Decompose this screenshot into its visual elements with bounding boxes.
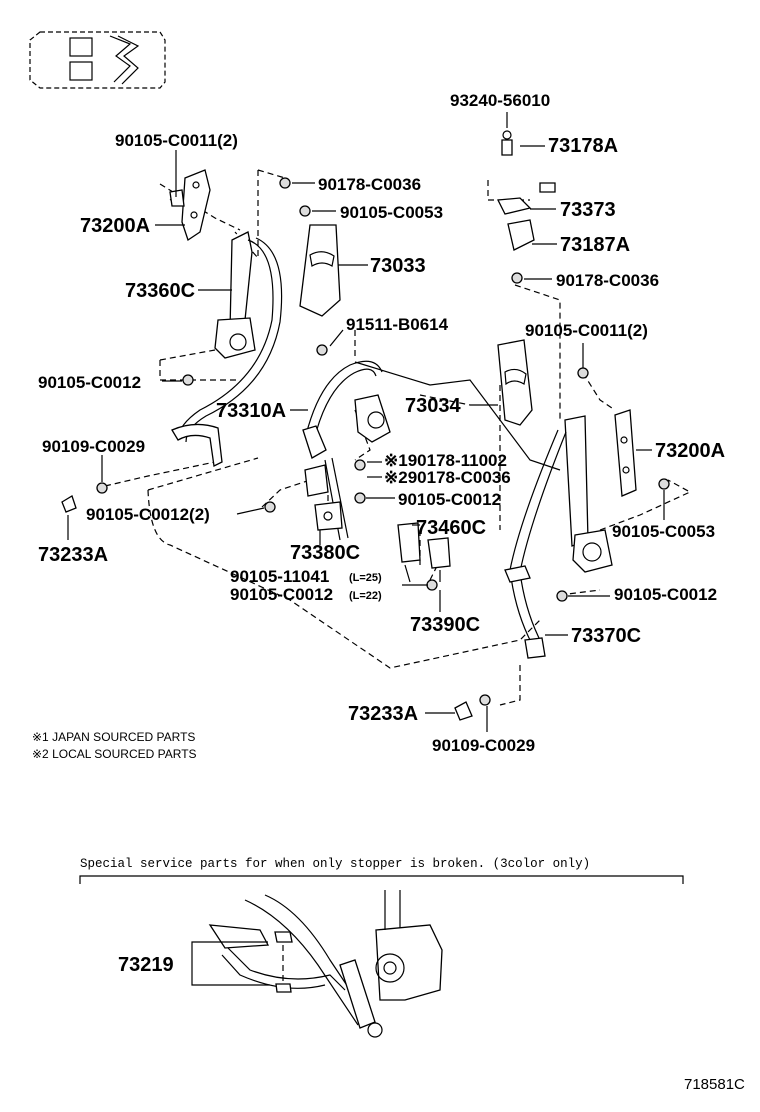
label-90105-C0012-mid: 90105-C0012	[398, 490, 501, 509]
label-90105-11041: 90105-11041	[230, 567, 329, 586]
label-73033: 73033	[370, 255, 426, 277]
left-retractor-assembly	[169, 169, 283, 467]
label-90178-C0036-top: 90178-C0036	[556, 271, 659, 290]
buckle-73460C	[397, 522, 451, 583]
anchor-cover-parts	[496, 130, 556, 251]
label-73034: 73034	[405, 395, 461, 417]
note-japan-sourced: ※1 JAPAN SOURCED PARTS	[32, 730, 195, 744]
label-73219: 73219	[118, 954, 174, 976]
label-73219-bracket	[191, 941, 270, 986]
pillar-trim-73033	[299, 224, 341, 317]
label-93240-56010: 93240-56010	[450, 91, 550, 110]
section-bracket	[79, 875, 684, 884]
label-73373: 73373	[560, 199, 616, 221]
diagram-code: 718581C	[684, 1076, 745, 1093]
buckle-73380C	[304, 464, 343, 531]
center-belt-73310A	[302, 360, 391, 541]
label-90105-C0011-2-right: 90105-C0011(2)	[525, 321, 648, 340]
label-73380C: 73380C	[290, 542, 360, 564]
label-90109-C0029-right: 90109-C0029	[432, 736, 535, 755]
right-retractor-assembly	[354, 361, 637, 659]
pillar-trim-73034	[497, 339, 533, 426]
label-90178-C0036-left: 90178-C0036	[318, 175, 421, 194]
stopper-detail-drawing	[208, 890, 443, 1038]
label-73233A-right: 73233A	[348, 703, 418, 725]
special-service-caption: Special service parts for when only stop…	[80, 857, 590, 871]
label-73370C: 73370C	[571, 625, 641, 647]
label-90105-C0011-2-left: 90105-C0011(2)	[115, 131, 238, 150]
label-73360C: 73360C	[125, 280, 195, 302]
label-90105-C0012-2: 90105-C0012(2)	[86, 505, 210, 524]
fasteners	[61, 177, 670, 721]
label-90105-C0053-right: 90105-C0053	[612, 522, 715, 541]
note-local-sourced: ※2 LOCAL SOURCED PARTS	[32, 747, 197, 761]
leader-lines	[67, 112, 665, 732]
label-73187A: 73187A	[560, 234, 630, 256]
label-90105-C0012-right: 90105-C0012	[614, 585, 717, 604]
label-90178-C0036-mid: ※290178-C0036	[384, 468, 511, 487]
label-73178A: 73178A	[548, 135, 618, 157]
label-90109-C0029-left: 90109-C0029	[42, 437, 145, 456]
label-90105-C0012-l22-note: (L=22)	[349, 590, 382, 602]
label-73310A: 73310A	[216, 400, 286, 422]
label-90105-11041-note: (L=25)	[349, 572, 382, 584]
label-90178-11002: ※190178-11002	[384, 451, 507, 470]
label-91511-B0614: 91511-B0614	[346, 315, 449, 334]
label-90105-C0053-left: 90105-C0053	[340, 203, 443, 222]
label-73233A-left: 73233A	[38, 544, 108, 566]
label-73460C: 73460C	[416, 517, 486, 539]
label-73390C: 73390C	[410, 614, 480, 636]
label-73200A-left: 73200A	[80, 215, 150, 237]
label-90105-C0012-l22: 90105-C0012	[230, 585, 333, 604]
label-90105-C0012-left: 90105-C0012	[38, 373, 141, 392]
label-73200A-right: 73200A	[655, 440, 725, 462]
vehicle-locator-icon	[29, 31, 166, 89]
